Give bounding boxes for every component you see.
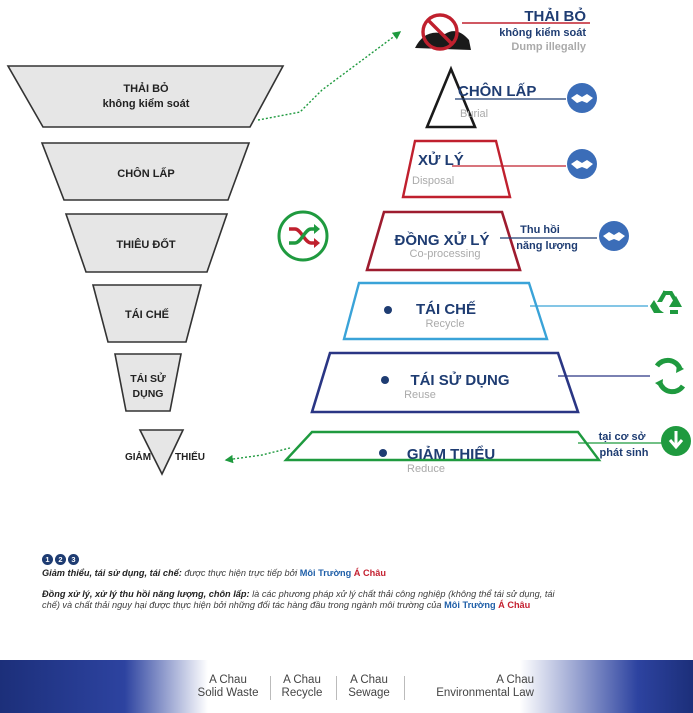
inverted-pyramid: THẢI BỎ không kiểm soát CHÔN LẤP THIÊU Đ… — [6, 65, 285, 476]
note-badge-2: 2 — [55, 554, 66, 565]
footer-environmental-law[interactable]: A Chau Environmental Law — [408, 674, 534, 700]
inverted-layer-3 — [64, 213, 229, 273]
reduce-english: Reduce — [407, 463, 445, 475]
connector-up-arrow — [257, 31, 402, 121]
footer-envlaw-l2: Environmental Law — [436, 687, 534, 699]
connector-arrows — [224, 31, 402, 464]
at-source-line1: tại cơ sở — [599, 431, 646, 443]
pyramid-coprocessing: ĐỒNG XỬ LÝ Co-processing Thu hồi năng lư… — [365, 210, 629, 272]
reuse-icon — [654, 357, 686, 395]
dump-subtitle: không kiểm soát — [499, 27, 586, 39]
recycle-title: TÁI CHẾ — [416, 301, 476, 318]
note-paragraph-2: Đồng xử lý, xử lý thu hồi năng lượng, ch… — [42, 589, 572, 612]
brand-name-1: Môi Trường — [299, 568, 352, 578]
notes-section: 1 2 3 Giảm thiểu, tái sử dụng, tái chế: … — [42, 554, 572, 621]
handshake-icon-burial — [567, 83, 597, 113]
burial-english: Burial — [460, 108, 488, 120]
inverted-layer-2-label: CHÔN LẤP — [117, 167, 174, 180]
inverted-layer-6 — [138, 429, 185, 476]
recycle-english: Recycle — [425, 318, 464, 330]
reuse-number-badge — [381, 376, 389, 384]
footer-sewage[interactable]: A Chau Sewage — [338, 674, 400, 700]
footer-recycle-l1: A Chau — [283, 674, 321, 686]
note-paragraph-1: Giảm thiểu, tái sử dụng, tái chế: được t… — [42, 568, 572, 580]
footer-bar: A Chau Solid Waste A Chau Recycle A Chau… — [0, 660, 693, 713]
recycle-number-badge — [384, 306, 392, 314]
disposal-title: XỬ LÝ — [418, 151, 464, 169]
inverted-layer-4 — [91, 284, 203, 343]
connector-down-arrow — [224, 447, 291, 464]
footer-envlaw-l1: A Chau — [496, 674, 534, 686]
brand-name-2b: Á Châu — [498, 600, 531, 610]
diagram-canvas: THẢI BỎ không kiểm soát CHÔN LẤP THIÊU Đ… — [6, 7, 691, 476]
pyramid-burial: CHÔN LẤP Burial — [425, 65, 597, 129]
footer-divider — [336, 676, 337, 700]
reuse-english: Reuse — [404, 389, 436, 401]
inverted-layer-4-label: TÁI CHẾ — [125, 308, 169, 321]
pyramid-reuse: TÁI SỬ DỤNG Reuse — [310, 351, 686, 414]
footer-recycle-l2: Recycle — [281, 687, 323, 699]
inverted-bottom-right: THIỂU — [175, 450, 205, 463]
brand-name-2: Môi Trường — [444, 600, 496, 610]
pyramid-dump-illegally: THẢI BỎ không kiểm soát Dump illegally — [415, 7, 590, 53]
inverted-layer-5-line2: DỤNG — [133, 388, 164, 400]
footer-solid-waste-l1: A Chau — [209, 674, 247, 686]
footer-recycle[interactable]: A Chau Recycle — [272, 674, 332, 700]
coprocessing-title: ĐỒNG XỬ LÝ — [395, 231, 490, 249]
inverted-bottom-left: GIẢM — [125, 450, 151, 463]
burial-title: CHÔN LẤP — [458, 82, 536, 100]
energy-recovery-line1: Thu hồi — [520, 224, 560, 236]
footer-sewage-l1: A Chau — [350, 674, 388, 686]
footer-divider — [404, 676, 405, 700]
inverted-layer-1-line1: THẢI BỎ — [123, 82, 169, 95]
at-source-line2: phát sinh — [600, 447, 649, 459]
brand-name-1b: Á Châu — [353, 568, 386, 578]
energy-recovery-line2: năng lượng — [516, 240, 578, 252]
inverted-layer-2 — [40, 142, 251, 201]
reduce-number-badge — [379, 449, 387, 457]
inverted-layer-1 — [6, 65, 285, 128]
reduce-title: GIẢM THIỂU — [407, 445, 495, 463]
dump-title: THẢI BỎ — [524, 7, 586, 25]
reuse-title: TÁI SỬ DỤNG — [410, 371, 509, 389]
pyramid-disposal: XỬ LÝ Disposal — [401, 139, 597, 199]
note-badge-3: 3 — [68, 554, 79, 565]
disposal-english: Disposal — [412, 175, 454, 187]
pyramid-reduce: GIẢM THIỂU Reduce tại cơ sở phát sinh — [283, 426, 691, 475]
note-2-text: là các phương pháp xử lý chất thải công … — [42, 588, 555, 611]
footer-sewage-l2: Sewage — [348, 687, 390, 699]
handshake-icon-disposal — [567, 149, 597, 179]
shuffle-icon — [277, 210, 329, 262]
note-badge-1: 1 — [42, 554, 53, 565]
pyramid-recycle: TÁI CHẾ Recycle — [342, 281, 682, 341]
note-1-bold: Giảm thiểu, tái sử dụng, tái chế: — [42, 568, 182, 578]
footer-solid-waste[interactable]: A Chau Solid Waste — [188, 674, 268, 700]
note-1-text: được thực hiện trực tiếp bởi — [181, 568, 300, 578]
inverted-layer-5-line1: TÁI SỬ — [130, 372, 166, 385]
footer-solid-waste-l2: Solid Waste — [197, 687, 259, 699]
inverted-layer-3-label: THIÊU ĐỐT — [116, 237, 176, 251]
no-dumping-icon — [415, 13, 471, 51]
dump-english: Dump illegally — [511, 41, 586, 53]
handshake-icon-coprocessing — [599, 221, 629, 251]
recycle-icon — [650, 290, 682, 314]
coprocessing-english: Co-processing — [410, 248, 481, 260]
note-2-bold: Đồng xử lý, xử lý thu hồi năng lượng, ch… — [42, 588, 250, 599]
inverted-layer-1-line2: không kiểm soát — [103, 98, 190, 110]
note-number-badges: 1 2 3 — [42, 554, 572, 565]
down-arrow-icon — [661, 426, 691, 456]
inverted-layer-5 — [114, 353, 182, 412]
footer-divider — [270, 676, 271, 700]
